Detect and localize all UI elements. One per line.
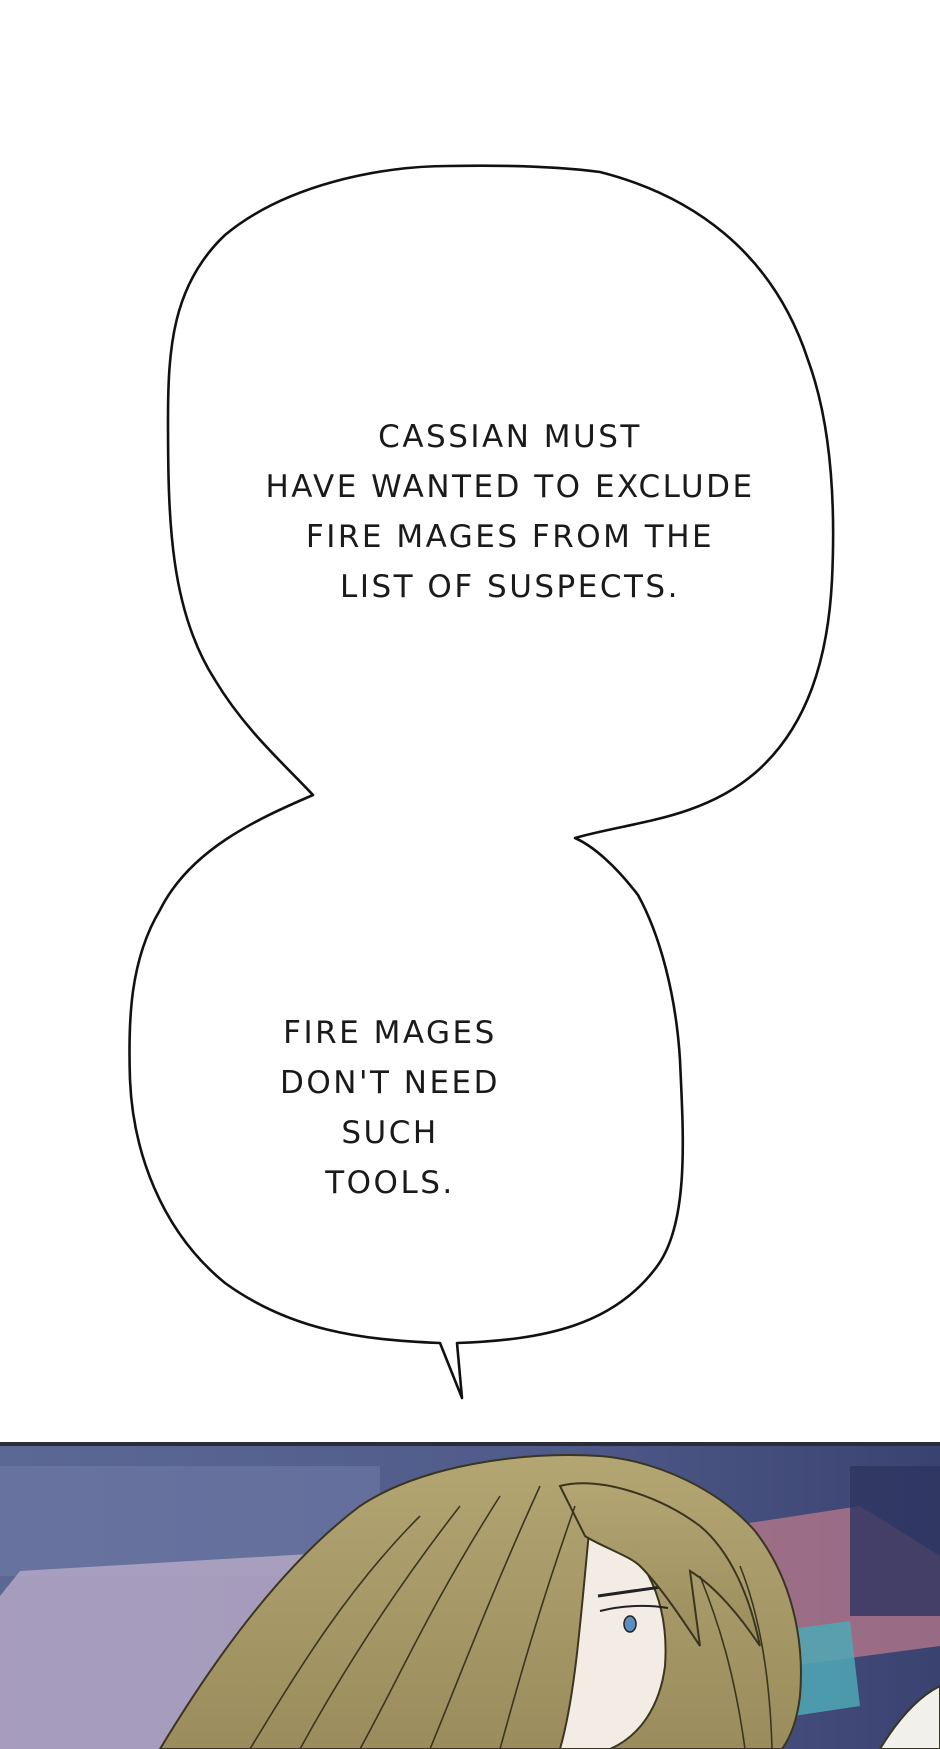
background-shelf — [850, 1466, 940, 1616]
character-illustration — [0, 1446, 940, 1749]
character-bangs — [558, 1482, 761, 1647]
speech-text-bottom: FIRE MAGES DON'T NEED SUCH TOOLS. — [279, 1015, 500, 1201]
speech-bubble-icon — [128, 164, 835, 1400]
speech-bubble-outline — [128, 164, 835, 1400]
speech-text-top: CASSIAN MUST HAVE WANTED TO EXCLUDE FIRE… — [265, 419, 755, 605]
hair-strands — [249, 1485, 773, 1749]
comic-panel — [0, 1442, 940, 1749]
eye-icon — [597, 1584, 669, 1633]
